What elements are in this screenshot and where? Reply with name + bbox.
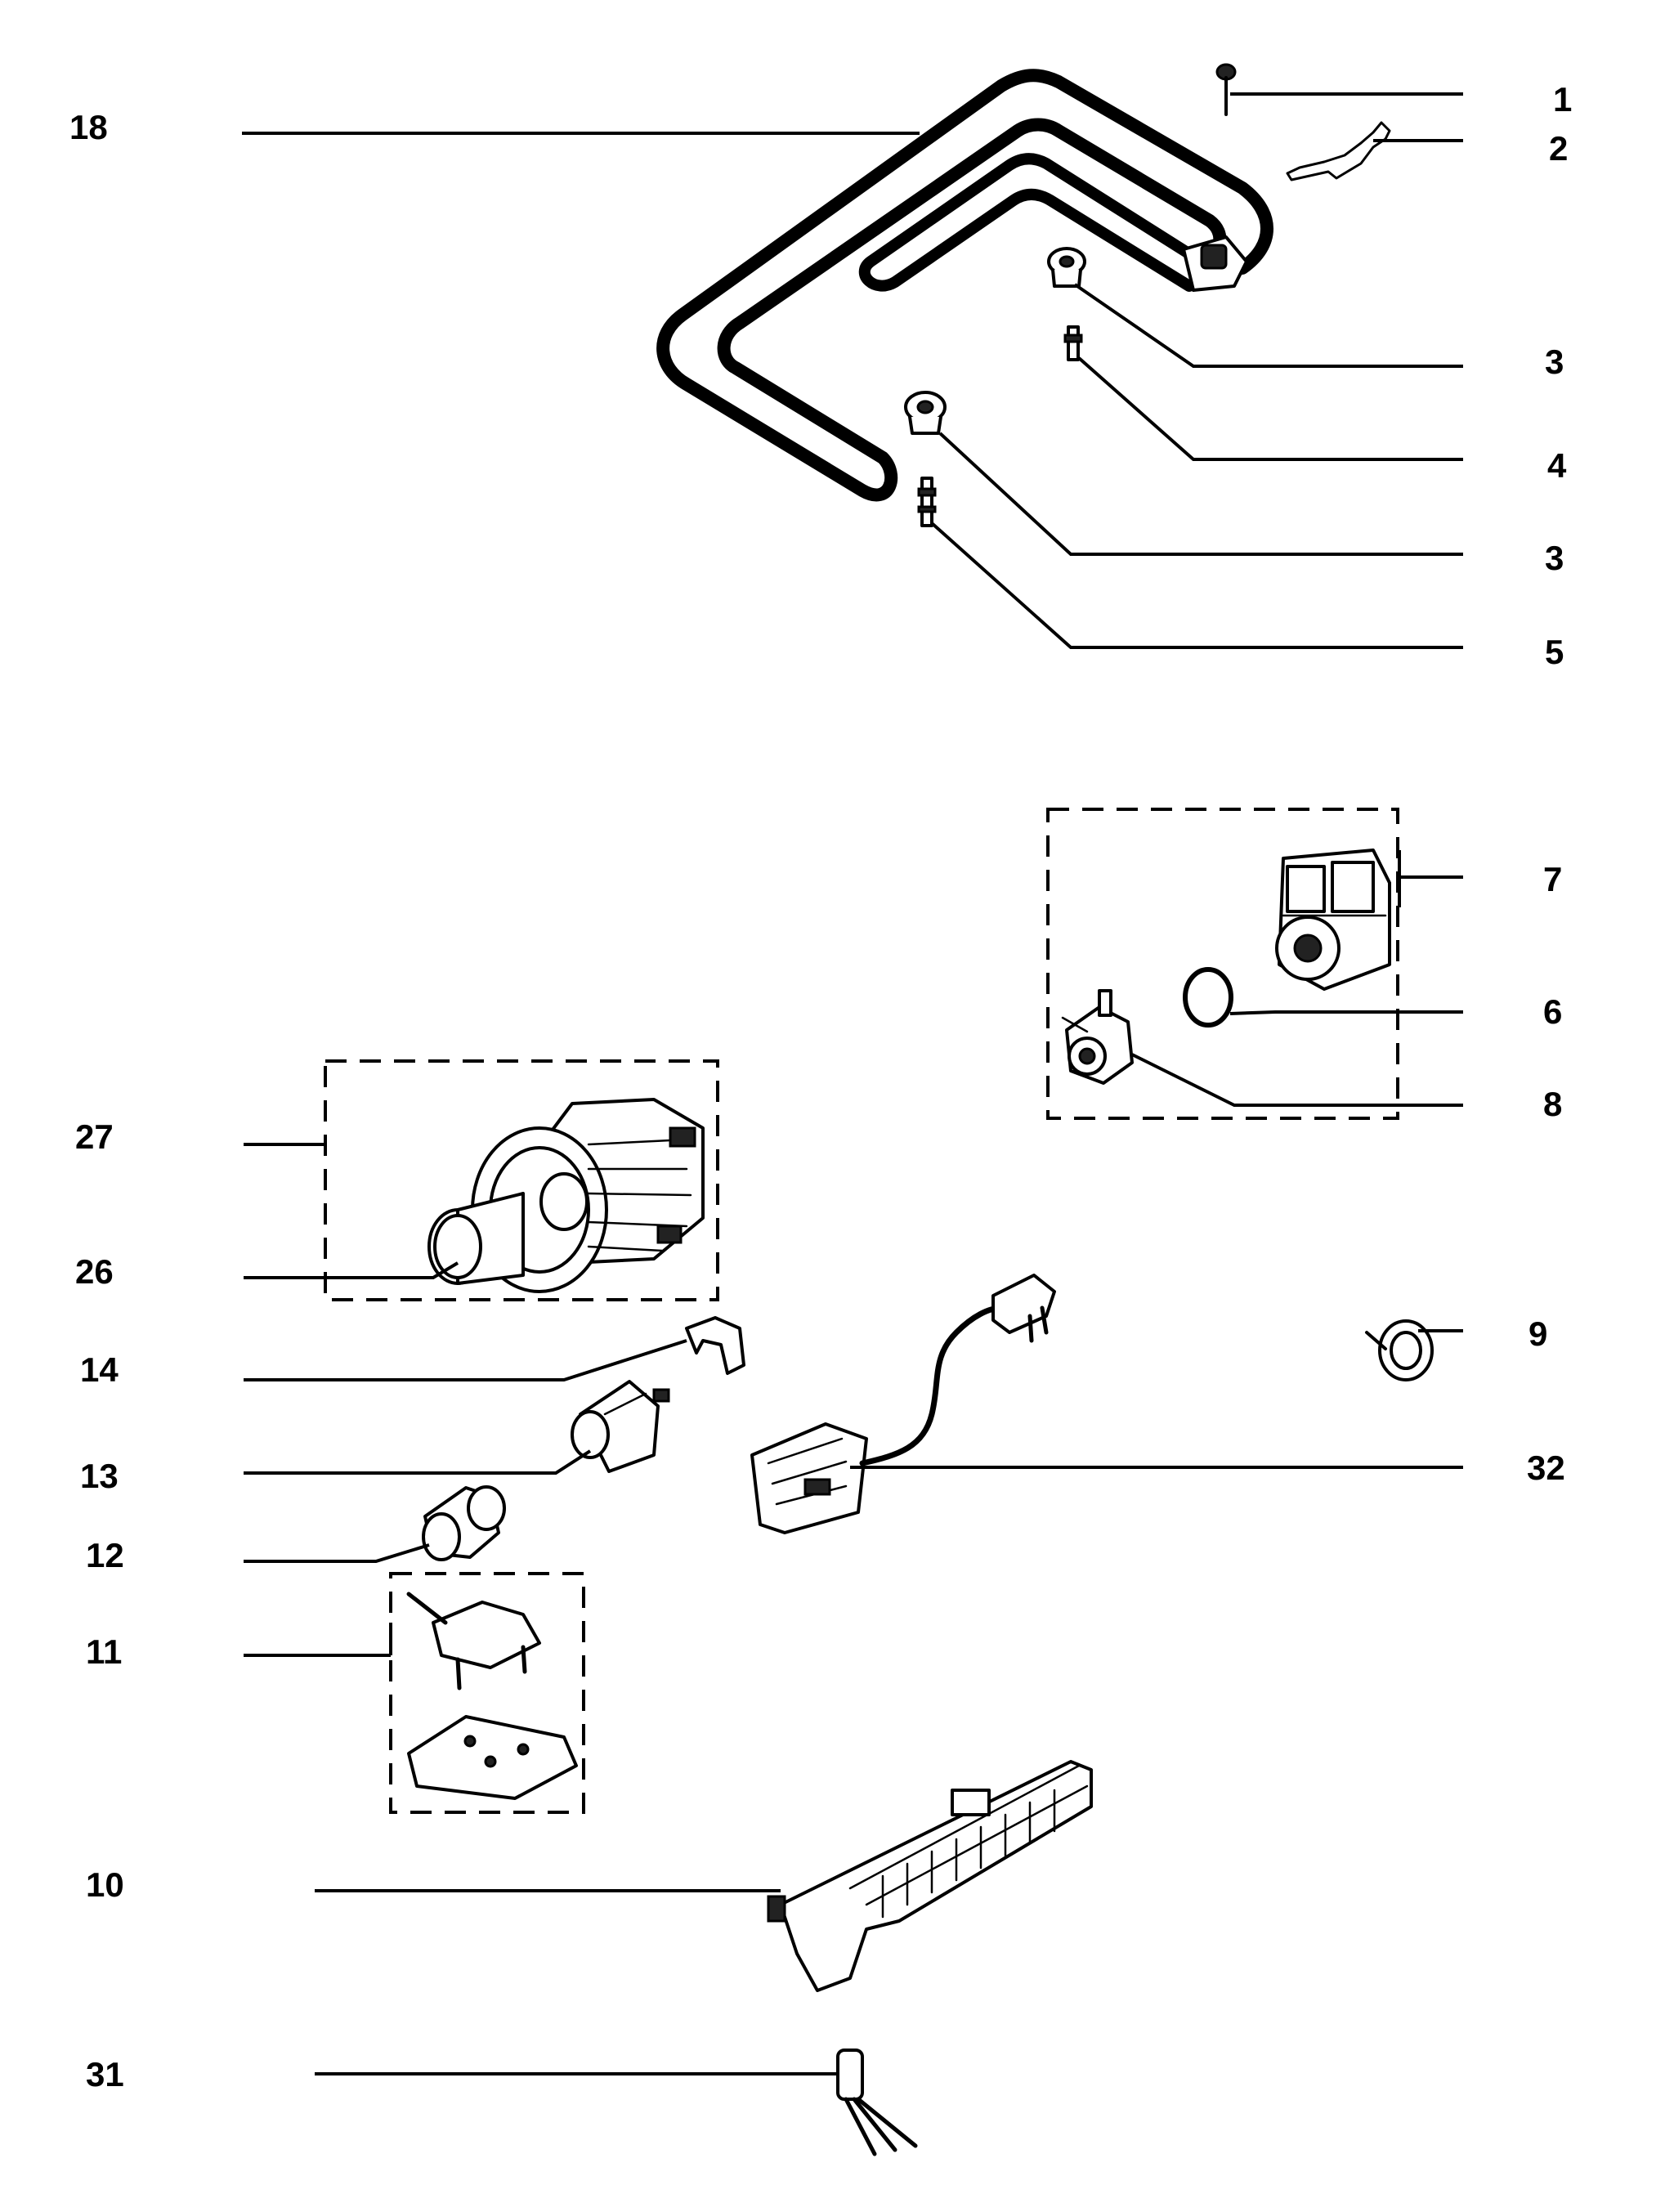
grommet-3a: [1047, 247, 1086, 288]
part-label-1: 1: [1553, 80, 1572, 119]
drain-valve-8: [1061, 989, 1134, 1085]
leader-lines: [242, 92, 1463, 2075]
part-label-14: 14: [80, 1350, 119, 1389]
clip-14: [685, 1316, 745, 1375]
assembly-box-7: [1046, 808, 1399, 1120]
part-label-6: 6: [1543, 992, 1562, 1031]
stud-4: [1063, 325, 1083, 361]
part-label-4: 4: [1547, 446, 1567, 485]
o-ring-6: [1183, 967, 1233, 1028]
part-label-5: 5: [1545, 633, 1564, 671]
part-label-7: 7: [1543, 860, 1562, 898]
part-label-11: 11: [86, 1632, 122, 1671]
part-label-10: 10: [86, 1865, 124, 1904]
part-label-3a: 3: [1545, 343, 1564, 381]
cap-9: [1365, 1319, 1434, 1381]
part-number-labels: 1 2 3 4 3 5 18 7 6 8 27 26 9 14 32 13 12…: [69, 80, 1572, 2093]
part-label-32: 32: [1527, 1449, 1565, 1487]
small-motor-13: [571, 1380, 670, 1473]
heater-relay-11: [406, 1592, 578, 1800]
part-label-27: 27: [75, 1117, 114, 1156]
part-label-9: 9: [1529, 1314, 1547, 1353]
stud-5: [917, 477, 937, 527]
screw-1: [1215, 63, 1237, 116]
part-label-2: 2: [1549, 129, 1568, 168]
part-label-18: 18: [69, 108, 108, 146]
door-switch-32: [750, 1274, 1056, 1534]
bracket-2: [1286, 121, 1391, 181]
grommet-3b: [904, 391, 947, 435]
cap-12: [422, 1485, 506, 1561]
part-label-3b: 3: [1545, 539, 1564, 577]
part-label-26: 26: [75, 1252, 114, 1291]
part-label-13: 13: [80, 1457, 119, 1495]
control-panel-10: [767, 1760, 1093, 1992]
part-label-31: 31: [86, 2055, 124, 2093]
pump-7: [1275, 849, 1391, 991]
part-label-12: 12: [86, 1536, 124, 1574]
heating-element-18: [656, 69, 1273, 502]
assembly-box-11: [389, 1572, 585, 1814]
assembly-box-27: [324, 1059, 719, 1301]
part-label-8: 8: [1543, 1085, 1562, 1123]
capacitor-31: [836, 2049, 918, 2156]
motor-shaft-26: [427, 1192, 525, 1285]
